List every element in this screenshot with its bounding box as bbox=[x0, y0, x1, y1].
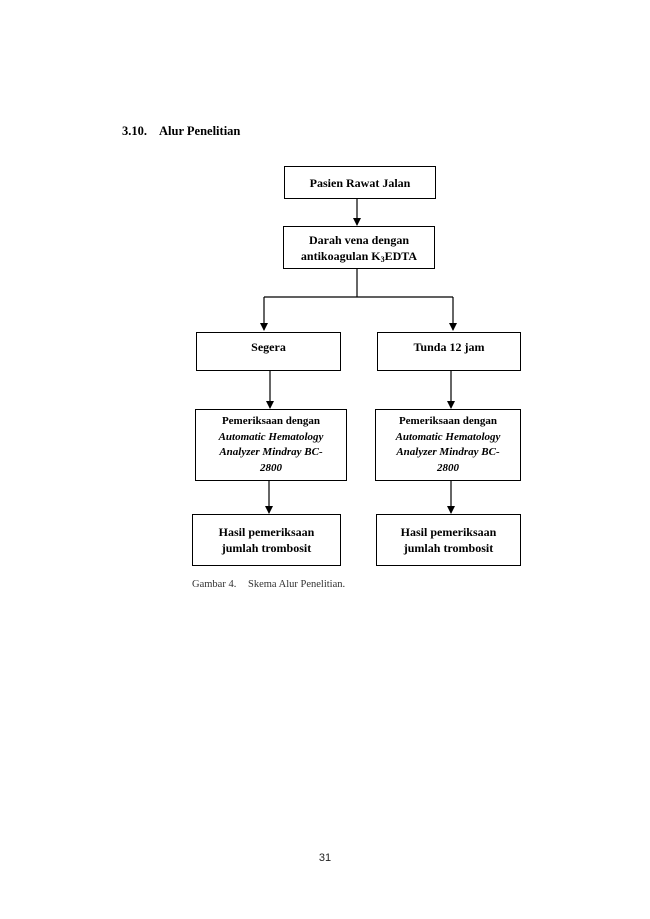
box-sample: Darah vena dengan antikoagulan K3EDTA bbox=[283, 226, 435, 269]
result-left-line1: Hasil pemeriksaan bbox=[218, 525, 315, 539]
exam-right-line3: Analyzer Mindray BC- bbox=[396, 446, 500, 458]
result-right-line1: Hasil pemeriksaan bbox=[400, 525, 497, 539]
box-result-left: Hasil pemeriksaan jumlah trombosit bbox=[192, 514, 341, 566]
exam-left-line4: 2800 bbox=[260, 461, 282, 474]
section-title: Alur Penelitian bbox=[159, 124, 241, 138]
branch-left-label: Segera bbox=[251, 340, 286, 354]
box-exam-right: Pemeriksaan dengan Automatic Hematology … bbox=[375, 409, 521, 481]
box-branch-right: Tunda 12 jam bbox=[377, 332, 521, 371]
branch-right-label: Tunda 12 jam bbox=[413, 340, 485, 354]
caption-label: Gambar 4. bbox=[192, 579, 237, 590]
box-exam-left: Pemeriksaan dengan Automatic Hematology … bbox=[195, 409, 347, 481]
exam-left-line1: Pemeriksaan dengan bbox=[221, 415, 321, 427]
result-right-line2: jumlah trombosit bbox=[403, 541, 494, 555]
box-branch-left: Segera bbox=[196, 332, 341, 371]
section-heading: 3.10. Alur Penelitian bbox=[122, 124, 240, 139]
exam-right-line2: Automatic Hematology bbox=[395, 430, 501, 443]
start-label: Pasien Rawat Jalan bbox=[309, 175, 411, 190]
box-start: Pasien Rawat Jalan bbox=[284, 166, 436, 199]
exam-right-line4: 2800 bbox=[437, 461, 459, 474]
page-number: 31 bbox=[318, 852, 332, 864]
figure-caption: Gambar 4. Skema Alur Penelitian. bbox=[192, 579, 345, 590]
section-number: 3.10. bbox=[122, 124, 147, 138]
box-result-right: Hasil pemeriksaan jumlah trombosit bbox=[376, 514, 521, 566]
sample-line1: Darah vena dengan bbox=[308, 232, 409, 247]
caption-text: Skema Alur Penelitian. bbox=[248, 579, 346, 590]
exam-right-line1: Pemeriksaan dengan bbox=[398, 415, 498, 427]
result-left-line2: jumlah trombosit bbox=[221, 541, 312, 555]
exam-left-line3: Analyzer Mindray BC- bbox=[219, 446, 323, 458]
exam-left-line2: Automatic Hematology bbox=[218, 430, 324, 443]
sample-line2: antikoagulan K3EDTA bbox=[300, 248, 418, 264]
